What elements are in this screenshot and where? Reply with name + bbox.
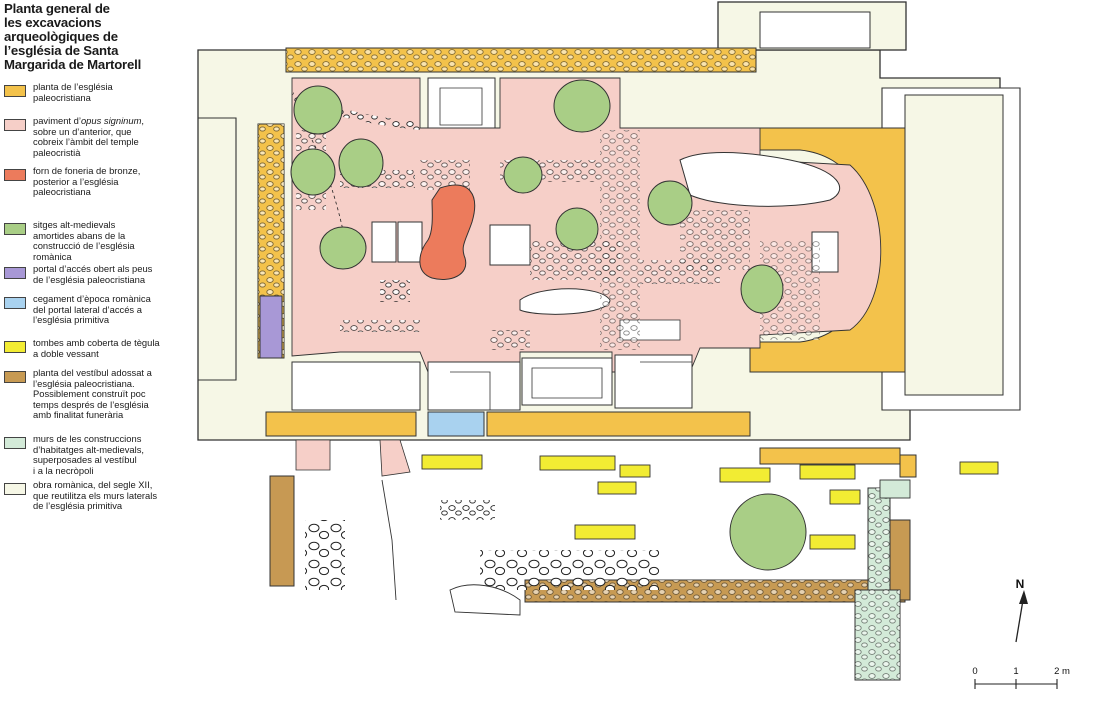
- legend-swatch-murs: [4, 437, 26, 449]
- tombs: [421, 454, 999, 550]
- legend-label: murs de les construccions d’habitatges a…: [33, 433, 144, 476]
- legend-swatch-opus: [4, 119, 26, 131]
- legend-swatch-portal: [4, 267, 26, 279]
- map-title: Planta general de les excavacions arqueo…: [4, 1, 142, 72]
- scale-tick-0: 0: [972, 666, 977, 677]
- legend-label: tombes amb coberta de tègula a doble ves…: [33, 337, 160, 359]
- romanesque-west-step: [198, 117, 237, 381]
- portal-access: [259, 295, 283, 359]
- legend-swatch-tombes: [4, 341, 26, 353]
- scale-bar: 0 1 2 m: [972, 666, 1070, 689]
- legend-label: planta de l’església paleocristiana: [33, 81, 113, 103]
- paleo-wall-south: [265, 411, 417, 437]
- north-label: N: [1016, 577, 1025, 591]
- cegament-block: [427, 411, 485, 437]
- legend-label: paviment d’opus signinum, sobre un d’ant…: [33, 115, 145, 158]
- legend-label: obra romànica, del segle XII, que reutil…: [33, 479, 158, 512]
- legend-label: sitges alt-medievals amortides abans de …: [33, 219, 135, 262]
- bronze-foundry: [419, 184, 476, 280]
- legend-swatch-sitges: [4, 223, 26, 235]
- legend-swatch-cegament: [4, 297, 26, 309]
- legend-swatch-romanica: [4, 483, 26, 495]
- north-arrow: N: [1015, 577, 1028, 643]
- legend-label: planta del vestíbul adossat a l’església…: [33, 367, 152, 421]
- legend-label: forn de foneria de bronze, posterior a l…: [33, 165, 141, 198]
- legend-label: portal d’accés obert als peus de l’esglé…: [33, 263, 153, 285]
- scale-tick-1: 1: [1013, 666, 1018, 677]
- legend-label: cegament d’època romànica del portal lat…: [33, 293, 151, 326]
- legend-swatch-vestibul: [4, 371, 26, 383]
- scale-tick-2: 2 m: [1054, 666, 1070, 677]
- legend-swatch-paleo: [4, 85, 26, 97]
- legend-swatch-forn: [4, 169, 26, 181]
- sitges-pits: [290, 79, 807, 571]
